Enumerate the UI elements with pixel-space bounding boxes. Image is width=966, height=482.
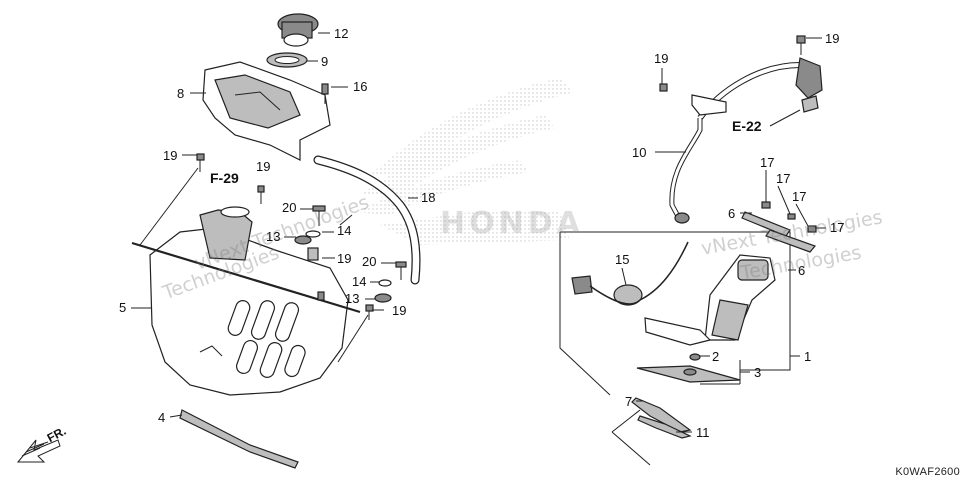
callout-17: 17 [792,189,807,204]
callout-14: 14 [337,223,352,238]
callout-19: 19 [337,251,352,266]
reference-f29[interactable]: F-29 [210,170,239,186]
callout-13: 13 [345,291,360,306]
callout-12: 12 [334,26,349,41]
fuel-tank [131,206,361,396]
callout-5: 5 [119,300,127,315]
bolt-16 [321,83,329,104]
callout-19: 19 [825,31,840,46]
callout-20: 20 [282,200,297,215]
callout-13: 13 [266,229,281,244]
callout-17: 17 [776,171,791,186]
left-leader-lines [131,32,418,418]
callout-20: 20 [362,254,377,269]
tank-cover [202,61,331,161]
callout-3: 3 [754,365,762,380]
callout-19: 19 [256,159,271,174]
callout-18: 18 [421,190,436,205]
diagram-code: K0WAF2600 [895,466,960,478]
pump-harness [659,35,823,224]
callout-6: 6 [728,206,736,221]
callout-8: 8 [177,86,185,101]
callout-17: 17 [760,155,775,170]
tank-rubber [179,409,299,469]
callout-6: 6 [798,263,806,278]
callout-17: 17 [830,220,845,235]
callout-19: 19 [163,148,178,163]
callout-4: 4 [158,410,166,425]
callout-9: 9 [321,54,329,69]
front-arrow [16,439,61,463]
callout-10: 10 [632,145,647,160]
callout-2: 2 [712,349,720,364]
fuel-cap [277,13,319,47]
callout-11: 11 [696,425,710,440]
callout-15: 15 [615,252,630,267]
callout-19: 19 [392,303,407,318]
callout-7: 7 [625,394,633,409]
left-fasteners [196,153,407,320]
callout-1: 1 [804,349,812,364]
reference-e22[interactable]: E-22 [732,118,762,134]
callout-19: 19 [654,51,669,66]
callout-14: 14 [352,274,367,289]
right-leader-lines [621,37,826,433]
honda-wing-watermark [355,78,575,245]
watermark-brand: HONDA [440,206,584,241]
callout-16: 16 [353,79,368,94]
